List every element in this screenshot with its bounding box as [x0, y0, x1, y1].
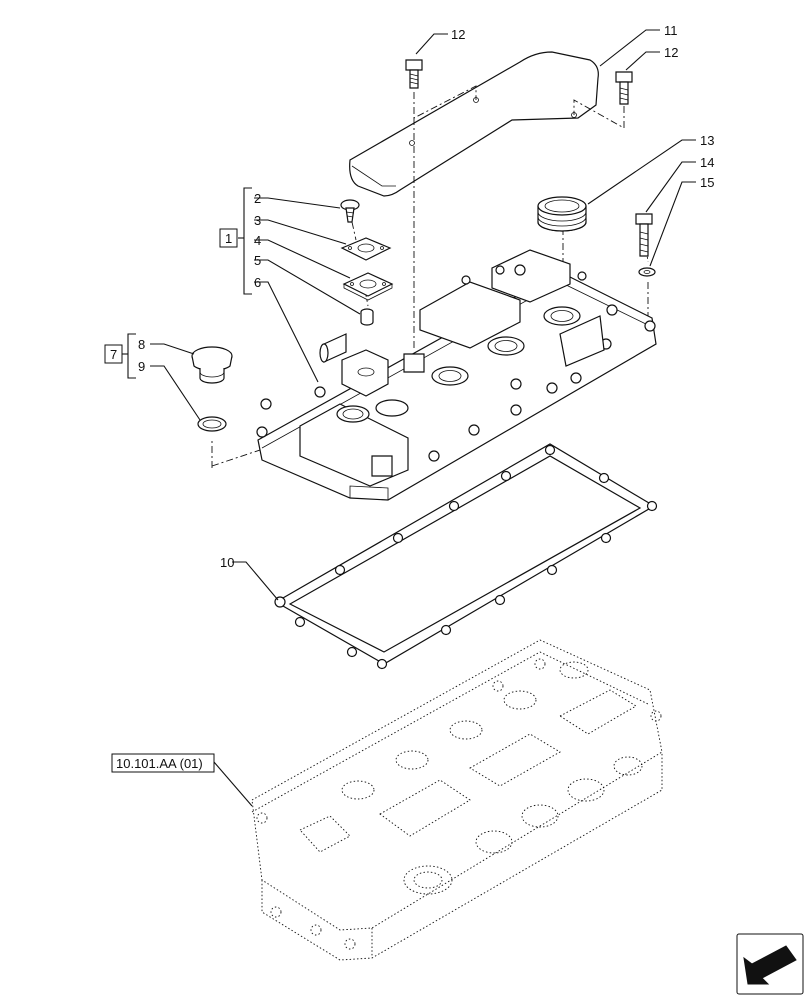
callout-10: 10 — [220, 555, 234, 570]
callout-11: 11 — [664, 23, 678, 38]
kit-bracket-1 — [219, 187, 252, 295]
callout-8: 8 — [138, 337, 145, 352]
reference-link[interactable]: 10.101.AA (01) — [111, 753, 215, 773]
valve-5 — [360, 308, 374, 326]
callout-9: 9 — [138, 359, 145, 374]
plate-3 — [340, 237, 392, 261]
valve-cover — [256, 249, 657, 501]
o-ring-9 — [197, 416, 227, 432]
cover-plate — [349, 51, 599, 197]
gasket-10 — [274, 443, 658, 670]
callout-15: 15 — [700, 175, 714, 190]
cylinder-head-phantom — [251, 639, 663, 961]
bolt-12-right — [615, 71, 633, 105]
callout-12-left: 12 — [451, 27, 465, 42]
leader-lines — [150, 29, 696, 807]
plate-4 — [342, 272, 394, 301]
kit-bracket-7 — [104, 333, 136, 379]
callout-labels: 12 11 12 13 14 15 2 1 3 4 5 6 8 7 9 10 — [110, 23, 714, 570]
seal-13 — [537, 196, 587, 232]
bolt-14 — [635, 213, 653, 257]
callout-1: 1 — [225, 231, 232, 246]
callout-4: 4 — [254, 233, 261, 248]
reference-label: 10.101.AA (01) — [116, 756, 203, 771]
callout-13: 13 — [700, 133, 714, 148]
callout-14: 14 — [700, 155, 714, 170]
washer-15 — [638, 267, 656, 277]
screw-2 — [340, 199, 360, 223]
callout-6: 6 — [254, 275, 261, 290]
callout-7: 7 — [110, 347, 117, 362]
bolt-12-left — [405, 59, 423, 89]
filler-cap-8 — [191, 346, 233, 384]
callout-12-right: 12 — [664, 45, 678, 60]
callout-5: 5 — [254, 253, 261, 268]
arrow-nav-icon[interactable] — [736, 933, 804, 995]
callout-3: 3 — [254, 213, 261, 228]
callout-2: 2 — [254, 191, 261, 206]
